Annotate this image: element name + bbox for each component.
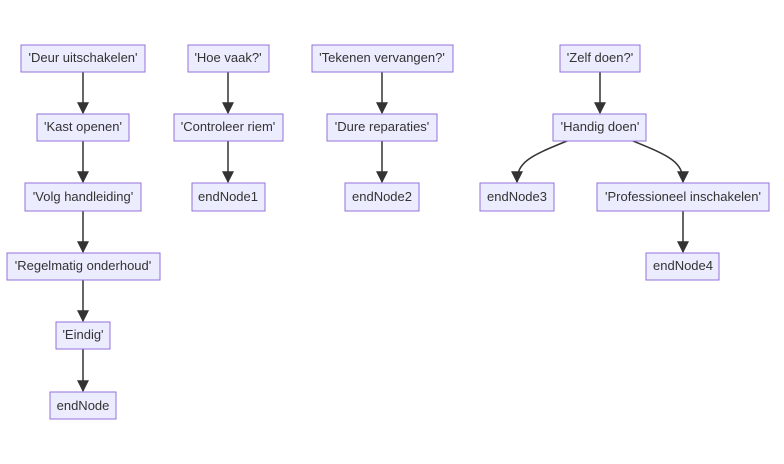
node-end-node1: endNode1 — [191, 182, 266, 212]
node-label: 'Handig doen' — [561, 119, 640, 134]
node-label: endNode — [57, 398, 110, 413]
node-label: endNode4 — [653, 258, 713, 273]
node-end-node4: endNode4 — [645, 252, 720, 281]
node-tekenen-vervangen: 'Tekenen vervangen?' — [311, 44, 454, 73]
node-label: endNode2 — [352, 189, 412, 204]
node-zelf-doen: 'Zelf doen?' — [559, 44, 641, 73]
node-label: endNode1 — [198, 189, 258, 204]
node-label: 'Volg handleiding' — [33, 189, 133, 204]
edge-handig-doen-to-end-node3 — [511, 140, 568, 184]
node-label: 'Deur uitschakelen' — [28, 50, 137, 65]
node-label: 'Tekenen vervangen?' — [319, 50, 445, 65]
edge-handig-doen-to-professioneel-inschakelen — [632, 140, 689, 184]
node-label: 'Professioneel inschakelen' — [605, 189, 761, 204]
node-professioneel-inschakelen: 'Professioneel inschakelen' — [596, 182, 770, 212]
node-controleer-riem: 'Controleer riem' — [173, 113, 284, 142]
node-end-node2: endNode2 — [344, 182, 420, 212]
node-eindig: 'Eindig' — [55, 321, 111, 350]
node-volg-handleiding: 'Volg handleiding' — [24, 182, 142, 212]
node-label: 'Regelmatig onderhoud' — [15, 258, 152, 273]
node-end-node: endNode — [49, 391, 117, 420]
node-deur-uitschakelen: 'Deur uitschakelen' — [20, 44, 146, 73]
node-label: endNode3 — [487, 189, 547, 204]
node-end-node3: endNode3 — [479, 182, 555, 212]
node-label: 'Hoe vaak?' — [194, 50, 261, 65]
node-kast-openen: 'Kast openen' — [36, 113, 130, 142]
node-label: 'Dure reparaties' — [335, 119, 430, 134]
node-handig-doen: 'Handig doen' — [552, 113, 647, 142]
node-label: 'Controleer riem' — [181, 119, 276, 134]
node-label: 'Zelf doen?' — [567, 50, 633, 65]
node-hoe-vaak: 'Hoe vaak?' — [187, 44, 270, 73]
node-label: 'Kast openen' — [44, 119, 122, 134]
node-dure-reparaties: 'Dure reparaties' — [326, 113, 438, 142]
node-regelmatig-onderhoud: 'Regelmatig onderhoud' — [6, 252, 161, 281]
node-label: 'Eindig' — [62, 327, 103, 342]
